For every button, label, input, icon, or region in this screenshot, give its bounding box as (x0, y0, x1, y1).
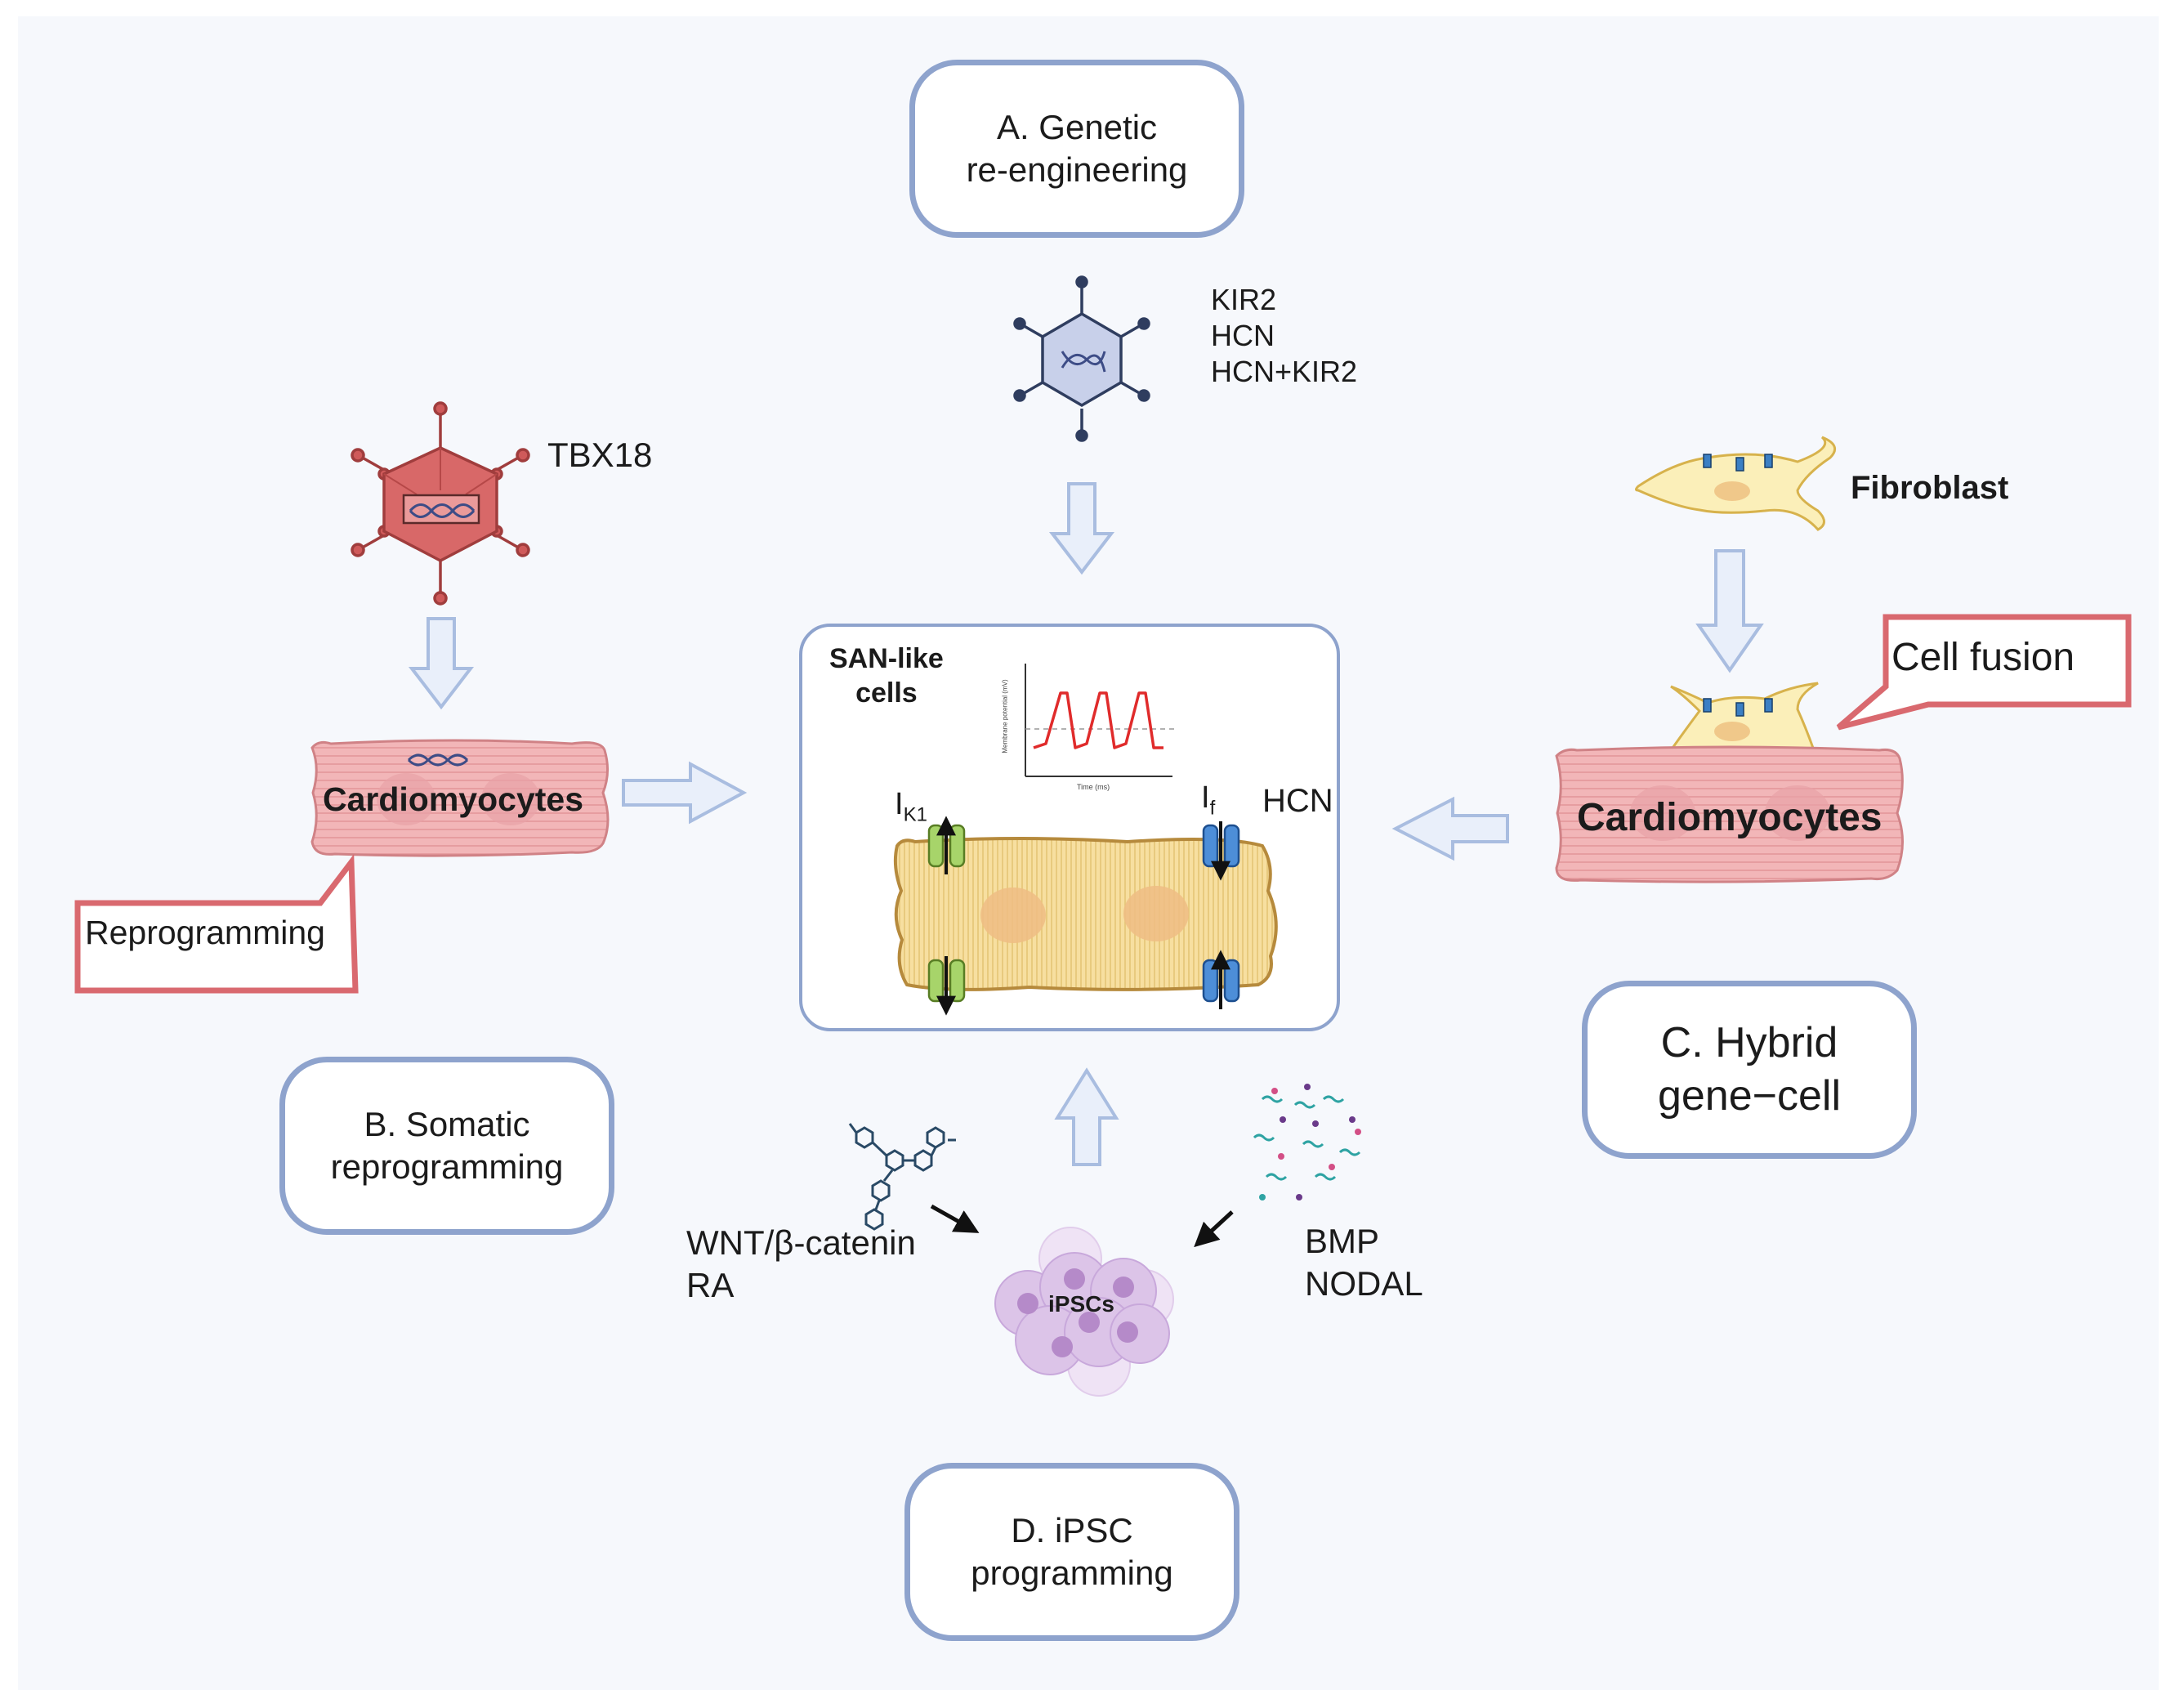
cardiomyocytes-label-right: Cardiomyocytes (1577, 796, 1883, 839)
box-a-line2: re-engineering (966, 150, 1188, 189)
wnt-label: WNT/β-catenin (686, 1223, 916, 1262)
fibroblast-icon (1635, 436, 1837, 531)
gene-tbx18: TBX18 (547, 436, 653, 474)
wnt-arrow (930, 1204, 980, 1233)
lentivirus-blue-icon (1013, 275, 1150, 442)
gene-hcn-kir2: HCN+KIR2 (1211, 355, 1358, 388)
box-ipsc-programming: D. iPSC programming (904, 1463, 1239, 1641)
ik1-sub: K1 (903, 803, 927, 826)
box-d-line1: D. iPSC (1011, 1510, 1133, 1549)
san-like-cells-title: SAN-like cells (829, 642, 944, 710)
arrow-ipsc-up (1054, 1067, 1119, 1166)
san-like-cell-icon (893, 837, 1278, 991)
reprogramming-label: Reprogramming (85, 914, 325, 951)
reprogramming-callout (74, 854, 359, 994)
gene-hcn: HCN (1211, 319, 1275, 352)
action-potential-trace (1033, 691, 1163, 749)
cell-fusion-label: Cell fusion (1891, 636, 2075, 679)
gene-list: KIR2 HCN HCN+KIR2 (1211, 282, 1357, 390)
ion-channel-hcn-icon (1202, 821, 1240, 1009)
box-b-line1: B. Somatic (364, 1104, 530, 1143)
box-hybrid-gene-cell: C. Hybrid gene−cell (1582, 981, 1917, 1159)
ik1-label: IK1 (895, 787, 927, 827)
hcn-label: HCN (1262, 783, 1333, 819)
arrow-hybrid-left (1391, 796, 1509, 861)
arrow-genetic-down (1048, 482, 1115, 575)
ra-label: RA (686, 1266, 735, 1304)
fibroblast-label: Fibroblast (1851, 470, 2009, 506)
bmp-nodal-labels: BMP NODAL (1305, 1220, 1423, 1305)
ion-channel-ik1-icon (927, 816, 966, 1016)
box-b-line2: reprogramming (330, 1147, 564, 1186)
action-potential-graph (1025, 664, 1177, 777)
box-d-line2: programming (971, 1554, 1173, 1592)
small-molecule-icon (848, 1123, 956, 1231)
nodal-label: NODAL (1305, 1264, 1423, 1303)
box-c-line1: C. Hybrid (1660, 1019, 1838, 1066)
box-somatic-reprogramming: B. Somatic reprogramming (279, 1057, 614, 1235)
box-genetic-reengineering: A. Genetic re-engineering (909, 60, 1244, 238)
adenovirus-red-icon (351, 401, 530, 606)
cardiomyocytes-label-left: Cardiomyocytes (323, 780, 584, 818)
dna-icon (407, 753, 469, 767)
ik1-main: I (895, 787, 904, 821)
gene-kir2: KIR2 (1211, 283, 1277, 316)
growth-factor-icon (1253, 1084, 1361, 1201)
if-sub: f (1209, 797, 1216, 820)
if-main: I (1201, 780, 1210, 815)
arrow-somatic-right (622, 761, 748, 825)
box-c-line2: gene−cell (1657, 1072, 1842, 1120)
if-label: If (1201, 780, 1215, 820)
san-title-line2: cells (855, 677, 918, 709)
graph-y-axis-label: Membrane potential (mV) (1001, 679, 1009, 753)
cardiomyocyte-fused-icon (1555, 682, 1904, 883)
bmp-label: BMP (1305, 1222, 1380, 1260)
cardiomyocyte-icon (310, 739, 610, 857)
arrow-somatic-down (408, 617, 475, 710)
arrow-fibroblast-down (1695, 549, 1764, 673)
box-a-line1: A. Genetic (996, 107, 1158, 146)
ipsc-cluster-icon (994, 1227, 1174, 1397)
cell-fusion-callout (1836, 614, 2132, 731)
san-title-line1: SAN-like (829, 643, 944, 674)
bmp-arrow (1194, 1210, 1234, 1248)
graph-x-axis-label: Time (ms) (1077, 783, 1110, 791)
wnt-ra-labels: WNT/β-catenin RA (686, 1222, 916, 1307)
ipscs-label: iPSCs (1048, 1291, 1114, 1317)
